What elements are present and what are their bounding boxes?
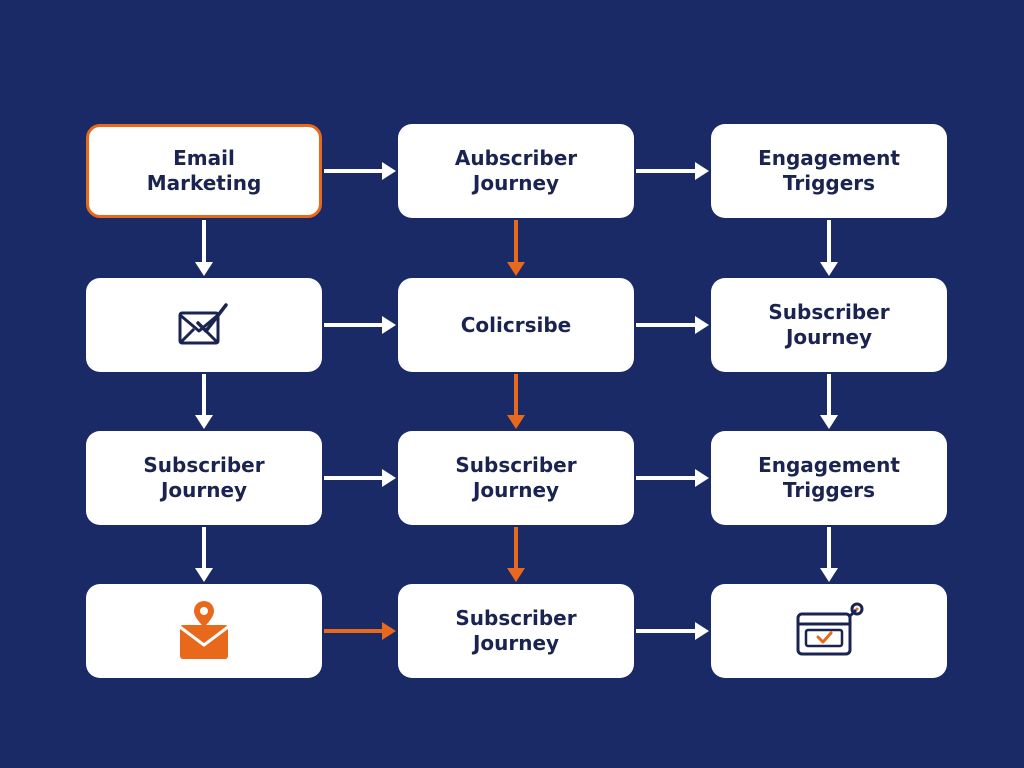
- envelope-check-icon: [178, 303, 228, 345]
- connector-arrow: [324, 316, 396, 334]
- connector-arrow: [636, 622, 709, 640]
- connector-arrow: [507, 374, 525, 429]
- node-envelope-pin: [86, 584, 322, 678]
- node-subscriber-journey: Subscriber Journey: [86, 431, 322, 525]
- connector-arrow: [636, 316, 709, 334]
- node-subscriber-journey: Subscriber Journey: [711, 278, 947, 372]
- envelope-pin-icon: [179, 601, 229, 659]
- node-label: Colicrsibe: [460, 312, 572, 337]
- node-label: Email Marketing: [146, 146, 262, 195]
- connector-arrow: [195, 374, 213, 429]
- connector-arrow: [636, 162, 709, 180]
- connector-arrow: [324, 162, 396, 180]
- connector-arrow: [636, 469, 709, 487]
- node-label: Subscriber Journey: [143, 453, 265, 502]
- node-label: Subscriber Journey: [455, 453, 577, 502]
- node-label: Subscriber Journey: [455, 606, 577, 655]
- node-label: Engagement Triggers: [758, 146, 900, 195]
- node-label: Aubscriber Journey: [454, 146, 578, 195]
- connector-arrow: [507, 527, 525, 582]
- node-aubscriber-journey: Aubscriber Journey: [398, 124, 634, 218]
- browser-check-icon: [796, 602, 864, 656]
- node-subscriber-journey: Subscriber Journey: [398, 431, 634, 525]
- node-envelope-check: [86, 278, 322, 372]
- node-subscriber-journey: Subscriber Journey: [398, 584, 634, 678]
- node-engagement-triggers: Engagement Triggers: [711, 431, 947, 525]
- connector-arrow: [820, 220, 838, 276]
- connector-arrow: [324, 622, 396, 640]
- connector-arrow: [324, 469, 396, 487]
- connector-arrow: [820, 527, 838, 582]
- node-colicrsibe: Colicrsibe: [398, 278, 634, 372]
- connector-arrow: [507, 220, 525, 276]
- node-label: Subscriber Journey: [768, 300, 890, 349]
- node-engagement-triggers: Engagement Triggers: [711, 124, 947, 218]
- node-email-marketing: Email Marketing: [86, 124, 322, 218]
- connector-arrow: [195, 220, 213, 276]
- connector-arrow: [195, 527, 213, 582]
- connector-arrow: [820, 374, 838, 429]
- node-label: Engagement Triggers: [758, 453, 900, 502]
- node-browser-check: [711, 584, 947, 678]
